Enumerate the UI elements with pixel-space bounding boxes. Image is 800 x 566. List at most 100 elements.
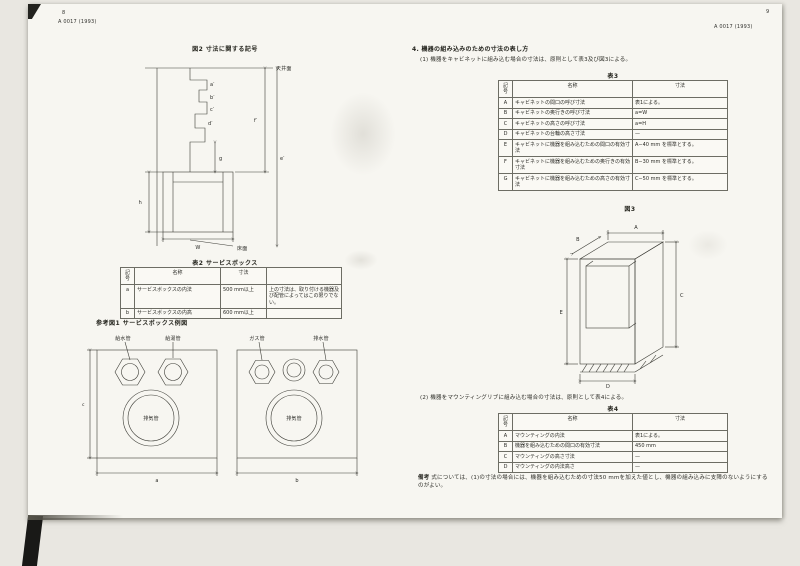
page-number: 9 [766,9,770,15]
dim-label: g [219,156,222,162]
molding-profile [189,68,208,172]
dim-label: e′ [280,156,285,162]
table-cell: キャビネットに機器を組み込むための高さの有効寸法 [512,173,633,191]
table-cell: C [498,118,513,130]
table-cell: キャビネットの台輪の高さ寸法 [512,128,633,140]
table-cell: A−40 mm を標準とする。 [632,139,728,157]
dim-label: D [606,384,610,390]
dim-label: b [295,478,298,484]
pipe-label: 給湯管 [165,335,181,342]
table-header-row: 記号名称寸法 [120,267,342,285]
table-cell: a=W [632,107,728,119]
bottom-dimension-line [163,232,233,242]
table-cell: キャビネットの高さの呼び寸法 [512,118,633,130]
service-box-2 [236,341,358,459]
pipe-label: ガス管 [249,335,265,342]
table-cell: B [498,107,513,119]
table-cell: F [498,156,513,174]
doc-code: A 0017 (1993) [714,24,753,30]
table-header-cell: 寸法 [632,413,728,431]
table-cell: キャビネットに機器を組み込むための間口の有効寸法 [512,139,633,157]
dim-label: a [155,478,158,484]
table-cell: D [498,128,513,140]
table-cell: サービスボックスの内法 [134,284,221,309]
dim-label: b′ [210,95,215,101]
table3-title: 表3 [607,73,619,80]
pipe-label: 給水管 [115,335,131,342]
table4-title: 表4 [607,406,619,413]
figure3-drawing: A B C D E [560,225,684,390]
table-cell: a=H [632,118,728,130]
remark-label: 備考 [418,475,430,481]
table-cell [266,307,342,319]
table-cell: — [632,461,728,473]
section4-paragraph2: (2) 機器をマウンティングリブに組み込む場合の寸法は、原則として表4による。 [420,395,628,401]
table-cell: 表1による。 [632,430,728,442]
ceiling-line [145,67,273,247]
pipe-label: 排水管 [313,335,329,342]
ref-dimension-lines [87,350,357,476]
dim-label: c [82,403,85,408]
figure2-drawing: 天井面 a′ b′ c′ d′ f′ e′ g [139,65,292,252]
table-cell: A [498,97,513,109]
table-cell: C [498,451,513,463]
doc-code: A 0017 (1993) [58,19,97,25]
dim-label: A [634,225,638,231]
table-header-cell: 記号 [498,413,513,431]
table-header-cell [266,267,342,285]
dim-label: E [560,310,563,316]
table-cell: 450 mm [632,440,728,452]
page-number: 8 [62,10,66,16]
table-cell: E [498,139,513,157]
dim-label: a′ [210,82,215,88]
exhaust-pipe-label: 排気管 [143,415,159,422]
dim-label: W [195,245,200,251]
table-cell: 機器を組み込むための間口の有効寸法 [512,440,633,452]
table-cell: B−30 mm を標準とする。 [632,156,728,174]
service-box-1 [96,341,218,459]
floor-label: 床面 [237,245,247,252]
left-dimension-line [145,172,163,232]
section4-heading: 4. 機器の組み込みのための寸法の表し方 [412,46,529,53]
table-cell: キャビネットに機器を組み込むための奥行きの有効寸法 [512,156,633,174]
right-dimension-lines [235,68,277,246]
dim-label: h [139,200,142,206]
table-cell: 上の寸法は、取り付ける機器及び配管によってはこの限りでない。 [266,284,342,309]
reference-figure-title: 参考図1 サービスボックス例図 [96,320,188,327]
remark-text: 式については、(1)の寸法の場合には、機器を組み込むための寸法50 mmを加えた… [418,475,768,490]
remark-note: 備考 式については、(1)の寸法の場合には、機器を組み込むための寸法50 mmを… [418,474,772,491]
reference-figure-drawing: 給水管 給湯管 排気管 ガス管 排水管 排気管 [82,335,365,484]
table2-title: 表2 サービスボックス [192,260,258,267]
table-header-cell: 寸法 [632,80,728,98]
cabinet-base-hatch [580,354,664,373]
table-header-row: 記号名称寸法 [498,80,728,98]
table-header-row: 記号名称寸法 [498,413,728,431]
table-cell: マウンティングの内法 [512,430,633,442]
table-cell: G [498,173,513,191]
table-cell: — [632,451,728,463]
exhaust-pipe-label: 排気管 [286,415,302,422]
figure3-title: 図3 [624,206,636,213]
ceiling-label: 天井面 [276,65,292,72]
table-cell: C−50 mm を標準とする。 [632,173,728,191]
table-cell: マウンティングの高さ寸法 [512,451,633,463]
table-cell: キャビネットの間口の呼び寸法 [512,97,633,109]
table-cell: D [498,461,513,473]
table-cell: — [632,128,728,140]
duct-box [162,171,234,233]
